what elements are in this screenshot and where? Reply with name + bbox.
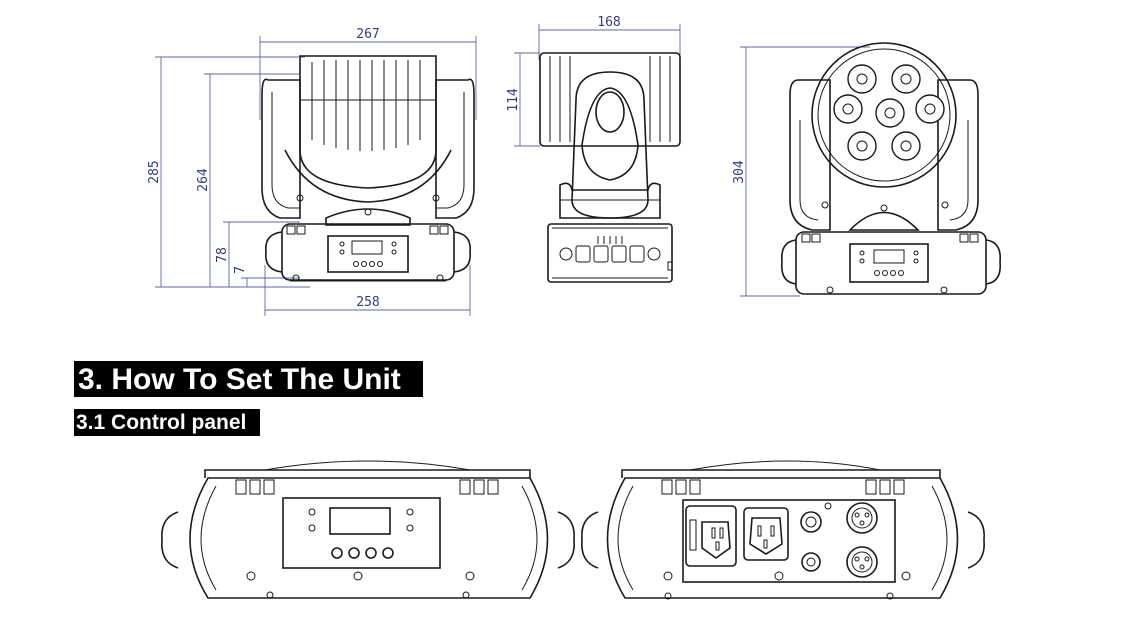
menu-button: [331, 547, 343, 559]
lens-view: 304: [732, 42, 1002, 297]
indicator-led: [406, 508, 414, 516]
subsection-heading: 3.1 Control panel: [74, 409, 261, 436]
dim-front-height: 285: [147, 160, 162, 183]
indicator-led: [406, 524, 414, 532]
mic-connector: [800, 511, 822, 533]
power-inlet-with-fuse: [685, 505, 737, 567]
dmx-in-connector: [846, 502, 878, 534]
side-view: 168 114: [506, 15, 681, 283]
up-button: [348, 547, 360, 559]
enter-button: [382, 547, 394, 559]
down-button: [365, 547, 377, 559]
front-view: 267 285 264 78 7 258: [147, 27, 477, 316]
dim-arm-height: 264: [196, 168, 211, 192]
control-panel-rear-view: [581, 460, 985, 600]
indicator-led: [308, 524, 316, 532]
dim-head-depth: 114: [506, 88, 521, 112]
power-outlet: [743, 507, 789, 561]
indicator-led: [308, 508, 316, 516]
dim-base-height: 78: [215, 247, 230, 263]
led-lens-array: [833, 64, 945, 161]
section-heading: 3. How To Set The Unit: [74, 361, 423, 397]
dmx-out-connector: [846, 546, 878, 578]
dim-lens-height: 304: [732, 160, 747, 184]
dim-side-width: 168: [597, 15, 620, 30]
dim-front-width: 267: [356, 27, 379, 42]
dim-base-width: 258: [356, 295, 379, 310]
signal-indicator: [801, 552, 821, 572]
lcd-display: [329, 507, 391, 535]
control-panel-front-view: [161, 460, 575, 599]
dim-base-foot: 7: [233, 266, 248, 274]
